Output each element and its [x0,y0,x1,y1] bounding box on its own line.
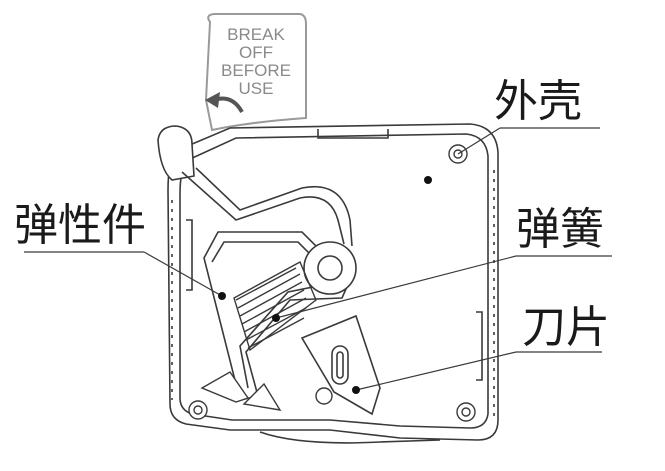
leader-elastic-diag [143,251,223,297]
tab-line-4: USE [239,79,274,98]
tab-line-2: OFF [239,43,273,62]
leader-spring [275,255,517,319]
dot-spring [272,314,280,322]
screw-bottom-left-center [193,405,203,415]
elastic-arm-inner [195,167,353,247]
shell-left-slot [186,219,193,291]
callouts [24,127,612,391]
elastic-arm-outer [181,171,345,245]
outer-shell [167,123,499,444]
label-shell: 外壳 [494,76,582,127]
tab-line-1: BREAK [227,25,285,44]
screw-bosses [188,144,476,422]
leader-blade [355,351,517,391]
tab-line-3: BEFORE [221,61,291,80]
leader-shell [457,127,501,155]
arrow-head-icon [205,92,220,108]
label-blade: 刀片 [522,302,610,353]
tab-outline [204,13,307,132]
knob [157,125,195,181]
knob-shape [157,125,195,181]
dot-elastic [218,292,226,300]
dot-blade [352,386,360,394]
shell-outline-outer [167,123,499,441]
shell-bottom-edge [259,431,441,444]
label-elastic: 弹性件 [14,200,146,251]
screw-bottom-mid [315,387,333,405]
blade [300,314,381,416]
break-off-tab: BREAK OFF BEFORE USE [204,13,307,132]
shell-top-notch [317,129,389,139]
label-spring: 弹簧 [516,204,604,255]
pivot-wheel [303,241,357,295]
shell-right-slot [476,311,483,381]
dot-shell [424,176,432,184]
blade-slot-inner [336,351,344,379]
wheel-inner [317,255,343,281]
bottom-arrow-shapes [200,371,282,411]
spring-outline [233,261,317,352]
shell-outline-inner [179,133,489,429]
screw-bottom-right-center [461,407,471,417]
callout-dots [218,176,432,394]
